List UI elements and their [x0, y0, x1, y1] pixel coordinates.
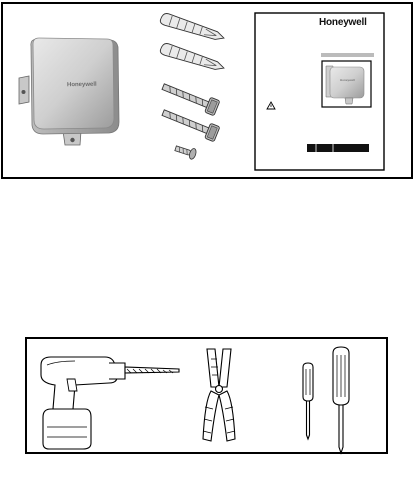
drill-icon [41, 357, 179, 449]
kit-contents-panel: Honeywell [1, 2, 413, 179]
box-brand-logo: Honeywell [319, 17, 367, 28]
required-tools-panel [25, 337, 388, 454]
tools-illustrations [27, 339, 390, 456]
wire-stripper-icon [203, 349, 235, 441]
product-box-image [3, 4, 414, 181]
screwdriver-small-icon [303, 363, 313, 439]
screwdriver-large-icon [333, 347, 349, 453]
mini-device-brand-label: Honeywell [340, 78, 355, 82]
